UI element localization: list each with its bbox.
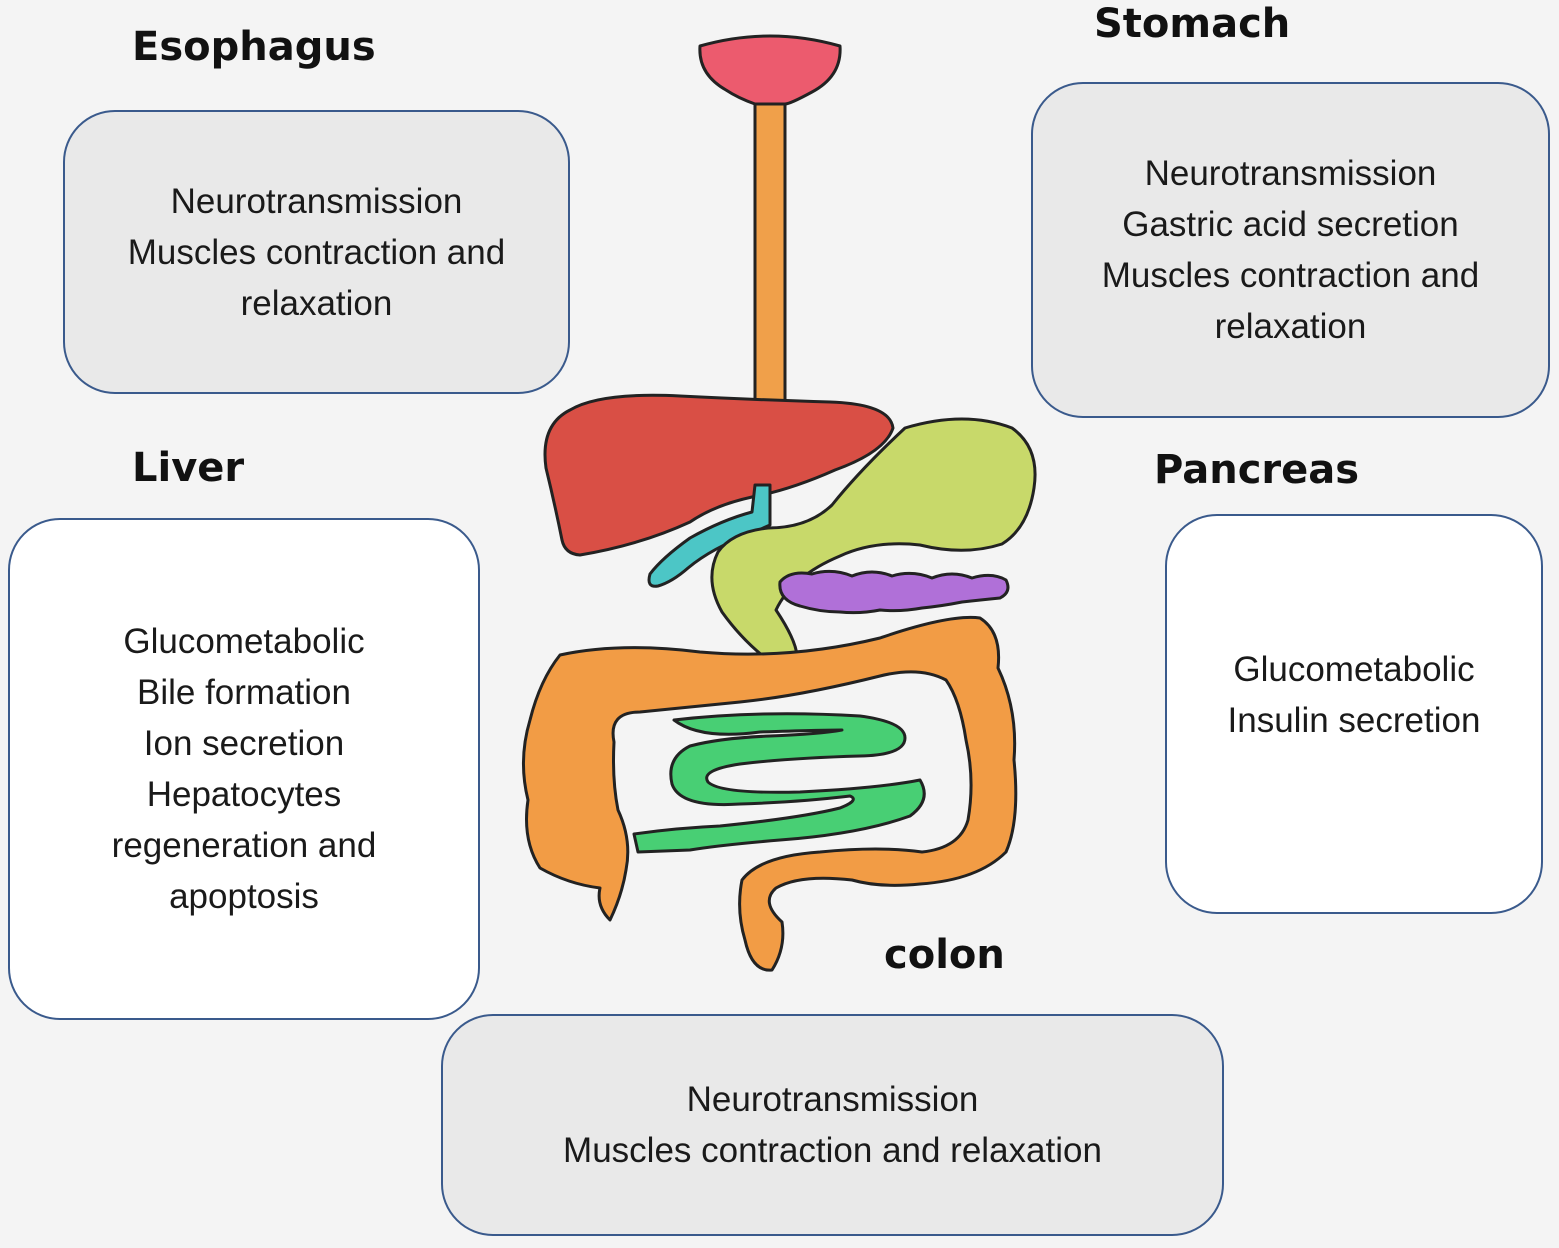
function-item: Muscles contraction and bbox=[1101, 256, 1480, 295]
pancreas-title: Pancreas bbox=[1154, 447, 1360, 493]
stomach-shape bbox=[710, 417, 1037, 662]
liver-title: Liver bbox=[132, 445, 245, 491]
function-item: Bile formation bbox=[137, 673, 351, 712]
function-item: Neurotransmission bbox=[170, 181, 463, 221]
small-intestine-shape bbox=[632, 712, 926, 854]
stomach-functions-list: Neurotransmission Gastric acid secretion… bbox=[1102, 148, 1479, 352]
pancreas-shape bbox=[778, 569, 1010, 615]
liver-functions-box: Glucometabolic Bile formation Ion secret… bbox=[8, 518, 480, 1020]
function-item: relaxation bbox=[240, 283, 393, 323]
pancreas-functions-list: Glucometabolic Insulin secretion bbox=[1228, 644, 1481, 746]
esophagus-title: Esophagus bbox=[132, 24, 376, 70]
function-item: apoptosis bbox=[169, 877, 319, 916]
function-item: Insulin secretion bbox=[1227, 701, 1481, 740]
function-item: Neurotransmission bbox=[1144, 154, 1437, 193]
esophagus-functions-box: Neurotransmission Muscles contraction an… bbox=[63, 110, 570, 394]
pancreas-functions-box: Glucometabolic Insulin secretion bbox=[1165, 514, 1543, 914]
esophagus-shape bbox=[753, 96, 787, 412]
function-item: Muscles contraction and relaxation bbox=[563, 1131, 1102, 1170]
colon-shape bbox=[522, 615, 1018, 972]
function-item: Glucometabolic bbox=[1233, 650, 1475, 689]
mouth-shape bbox=[698, 34, 842, 106]
stomach-functions-box: Neurotransmission Gastric acid secretion… bbox=[1031, 82, 1550, 418]
function-item: regeneration and bbox=[111, 826, 377, 865]
function-item: Neurotransmission bbox=[686, 1080, 979, 1119]
gallbladder-shape bbox=[647, 483, 772, 588]
function-item: Ion secretion bbox=[143, 724, 345, 763]
stomach-title: Stomach bbox=[1094, 1, 1291, 47]
function-item: Gastric acid secretion bbox=[1122, 205, 1459, 244]
liver-functions-list: Glucometabolic Bile formation Ion secret… bbox=[112, 616, 377, 922]
colon-functions-box: Neurotransmission Muscles contraction an… bbox=[441, 1014, 1224, 1236]
function-item: Glucometabolic bbox=[123, 622, 365, 661]
colon-title: colon bbox=[884, 932, 1005, 978]
function-item: relaxation bbox=[1214, 307, 1367, 346]
function-item: Hepatocytes bbox=[146, 775, 342, 814]
colon-functions-list: Neurotransmission Muscles contraction an… bbox=[563, 1074, 1102, 1176]
esophagus-functions-list: Neurotransmission Muscles contraction an… bbox=[128, 176, 505, 329]
function-item: Muscles contraction and bbox=[127, 232, 506, 272]
